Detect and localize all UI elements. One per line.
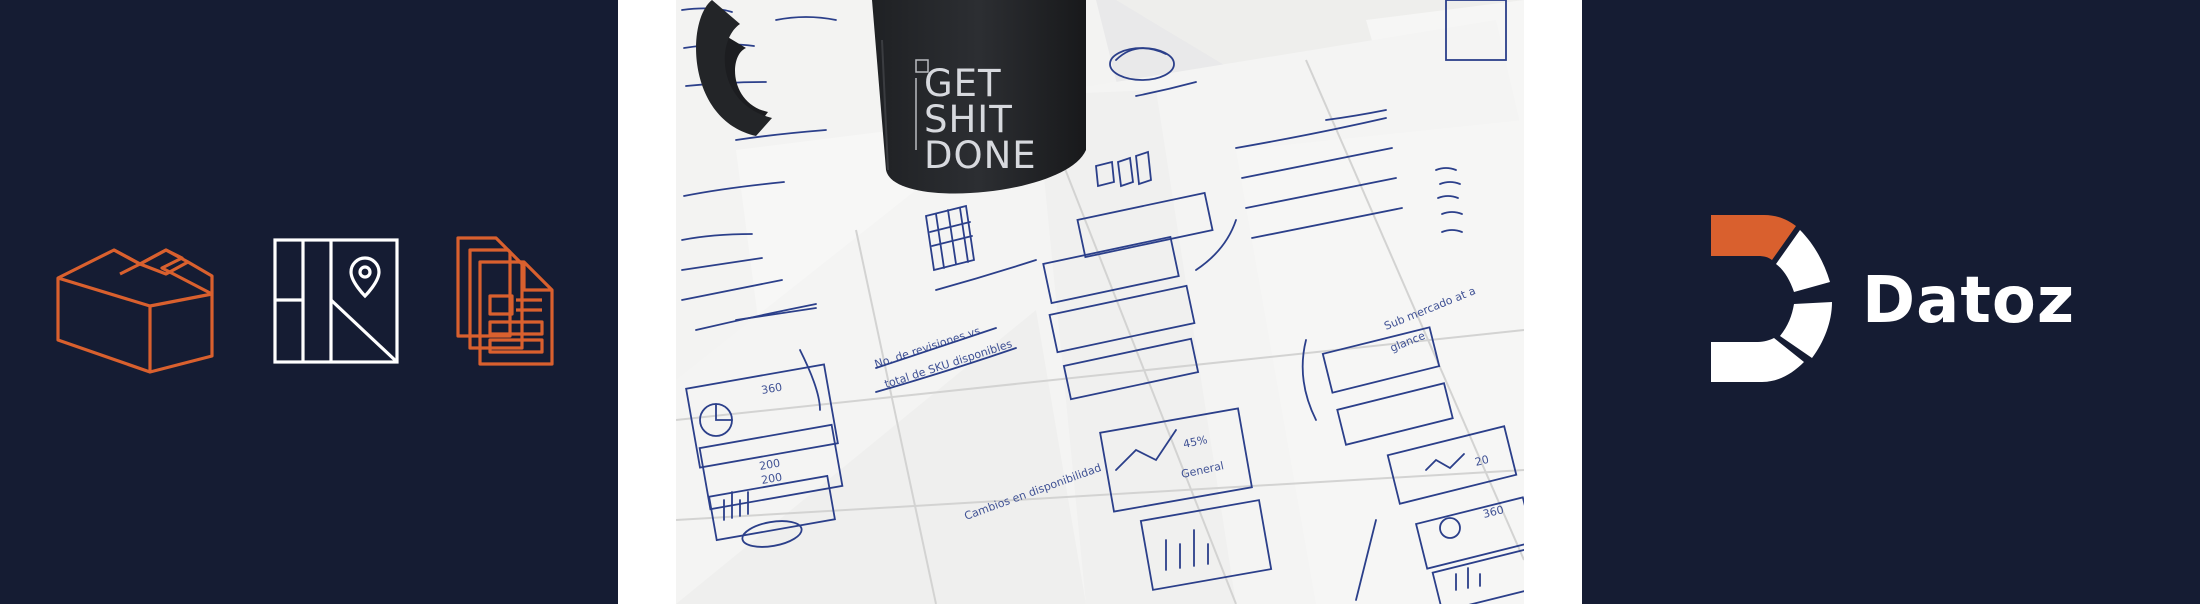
left-panel <box>0 0 618 604</box>
svg-text:360: 360 <box>1482 503 1506 521</box>
desk-sketch-photo: No. de revisiones vs. total de SKU dispo… <box>676 0 1524 604</box>
boxes-icon <box>54 240 218 374</box>
mug-text-line: SHIT <box>924 98 1013 141</box>
map-pin-icon <box>273 238 399 364</box>
right-panel <box>1582 0 2200 604</box>
documents-icon <box>456 236 554 366</box>
svg-text:200: 200 <box>758 457 781 473</box>
svg-text:20: 20 <box>1474 453 1491 469</box>
mug-text-line: GET <box>924 62 1002 105</box>
svg-text:200: 200 <box>760 471 783 487</box>
mug-text-line: DONE <box>924 134 1037 177</box>
brand-name: Datoz <box>1862 264 2076 338</box>
datoz-d-logo-icon <box>1708 212 1836 391</box>
mug: GET SHIT DONE <box>696 0 1086 194</box>
svg-text:360: 360 <box>760 381 783 397</box>
svg-text:45%: 45% <box>1182 433 1209 451</box>
